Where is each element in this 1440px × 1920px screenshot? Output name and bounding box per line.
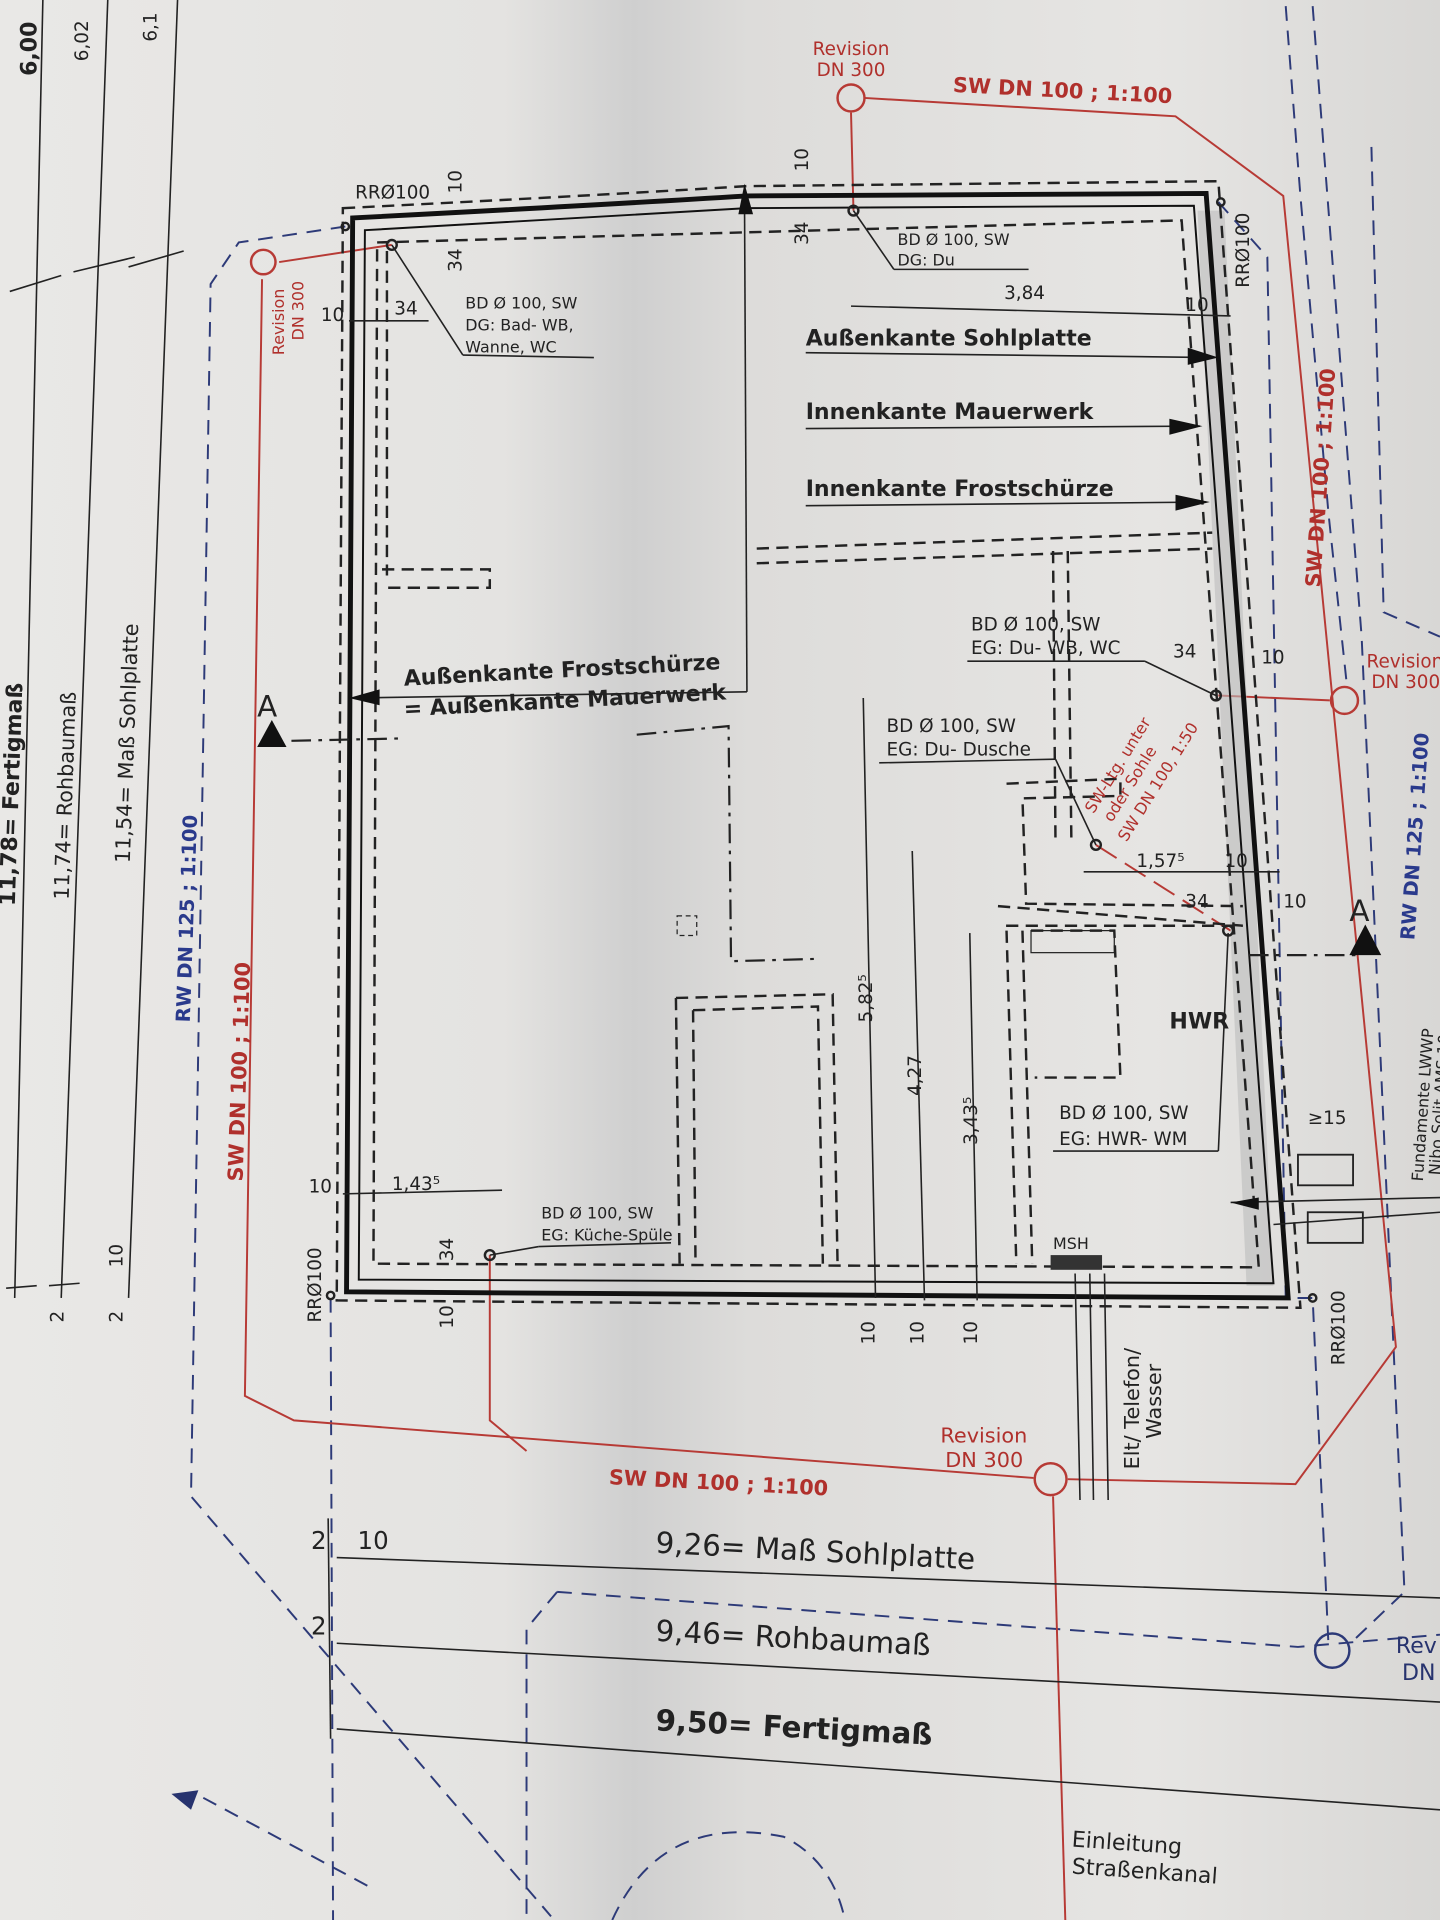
revision-top-size: DN 300: [817, 60, 886, 81]
bottom-dim-2a: 2: [311, 1526, 327, 1555]
dim-left-10: 10: [106, 1244, 127, 1267]
revision-right-label: Revision: [1367, 651, 1440, 672]
dim-10-bottom-b: 10: [907, 1321, 928, 1344]
revision-shaft-top: [836, 83, 866, 113]
section-marker-left: [257, 720, 287, 747]
drain-dg-bad-3: Wanne, WC: [465, 338, 556, 357]
pipe-rw-left: RW DN 125 ; 1:100: [172, 814, 202, 1022]
drain-eg-kueche-2: EG: Küche-Spüle: [541, 1225, 672, 1244]
dim-5-825: 5,82⁵: [856, 974, 877, 1022]
revision-shaft-bottom: [1033, 1462, 1068, 1497]
dim-6-1: 6,1: [141, 12, 162, 41]
drain-points: [325, 197, 1318, 1303]
drain-eg-hwr-1: BD Ø 100, SW: [1059, 1103, 1188, 1124]
bottom-dim-10: 10: [358, 1526, 389, 1555]
drain-dg-bad-1: BD Ø 100, SW: [465, 294, 577, 313]
label-msh: MSH: [1053, 1234, 1089, 1253]
dim-top-10a: 10: [446, 170, 467, 193]
section-label-right: A: [1349, 894, 1369, 928]
dim-6-02: 6,02: [72, 20, 93, 61]
drain-eg-dusche-2: EG: Du- Dusche: [887, 740, 1031, 761]
dim-ge-15: ≥15: [1308, 1108, 1347, 1129]
label-aussenkante-sohlplatte: Außenkante Sohlplatte: [806, 326, 1092, 351]
dim-4-27: 4,27: [905, 1055, 926, 1096]
dim-top-10b: 10: [792, 148, 813, 171]
drain-eg-du-wb-1: BD Ø 100, SW: [971, 615, 1100, 636]
drain-dg-du-2: DG: Du: [898, 251, 955, 270]
label-innenkante-mauerwerk: Innenkante Mauerwerk: [806, 400, 1095, 425]
dim-10-bottom-left: 10: [309, 1177, 332, 1198]
wastewater-pipes: [243, 96, 1397, 1920]
drain-eg-hwr-2: EG: HWR- WM: [1059, 1129, 1187, 1150]
msh-connector: [1050, 1255, 1103, 1270]
dim-10-lower: 10: [1283, 891, 1306, 912]
dim-left-2b: 2: [106, 1311, 127, 1323]
dim-top-34b: 34: [792, 222, 813, 245]
dim-1-435: 1,43⁵: [392, 1174, 440, 1195]
dim-6-00: 6,00: [18, 22, 43, 76]
dim-sohlplatte-left: 11,54= Maß Sohlplatte: [111, 623, 143, 863]
dim-right-10: 10: [1185, 295, 1208, 316]
dim-10-bottom-c: 10: [961, 1321, 982, 1344]
outlet-label-2: Straßenkanal: [1071, 1855, 1218, 1890]
pipe-sw-bottom: SW DN 100 ; 1:100: [608, 1465, 828, 1500]
dim-left-34-top: 34: [394, 299, 417, 320]
arrow-icon: [171, 1790, 199, 1810]
rr-top-left: RRØ100: [355, 182, 430, 203]
drain-eg-dusche-1: BD Ø 100, SW: [887, 716, 1016, 737]
revision-shaft-left: [249, 248, 277, 276]
dim-10-bottom-a: 10: [858, 1321, 879, 1344]
label-innenkante-frostschuerze: Innenkante Frostschürze: [806, 477, 1114, 502]
dim-10-mid: 10: [1224, 851, 1247, 872]
rr-top-right: RRØ100: [1233, 213, 1254, 288]
revision-shaft-right: [1329, 685, 1360, 716]
drain-dg-du-1: BD Ø 100, SW: [898, 230, 1010, 249]
left-dimension-lines: [6, 0, 184, 1298]
dim-left-2a: 2: [48, 1311, 69, 1323]
pipe-sw-left: SW DN 100 ; 1:100: [223, 962, 255, 1182]
bottom-dim-fertigmass: 9,50= Fertigmaß: [655, 1703, 934, 1751]
revision-far-right-label: Rev: [1396, 1634, 1437, 1659]
drain-eg-du-wb-2: EG: Du- WB, WC: [971, 638, 1120, 659]
revision-right-size: DN 300: [1371, 672, 1440, 693]
dim-left-10-top: 10: [321, 305, 344, 326]
section-label-left: A: [257, 689, 277, 723]
rr-bottom-left: RRØ100: [305, 1247, 326, 1322]
leader-lines: [327, 195, 1440, 1811]
revision-top-label: Revision: [813, 39, 890, 60]
revision-left-size: DN 300: [289, 281, 308, 341]
rainwater-pipes: [190, 6, 1440, 1920]
room-hwr: HWR: [1169, 1010, 1229, 1035]
drain-eg-kueche-1: BD Ø 100, SW: [541, 1203, 653, 1222]
arrowheads: [348, 183, 1259, 1210]
bottom-dim-2b: 2: [311, 1612, 327, 1641]
revision-bottom-size: DN 300: [945, 1448, 1023, 1472]
heat-pump-foundation: [1297, 1153, 1364, 1244]
dim-34-right: 34: [1173, 642, 1196, 663]
revision-left-label: Revision: [269, 289, 288, 355]
dim-34-bottom: 34: [437, 1238, 458, 1261]
dim-3-84: 3,84: [1004, 283, 1045, 304]
utilities-label-1: Elt/ Telefon/: [1120, 1348, 1144, 1469]
bottom-dim-rohbaumass: 9,46= Rohbaumaß: [655, 1614, 932, 1662]
section-marker-right: [1349, 924, 1382, 956]
revision-shaft-far-right: [1313, 1632, 1351, 1669]
dim-34-mid: 34: [1185, 891, 1208, 912]
pipe-rw-right: RW DN 125 ; 1:100: [1396, 732, 1433, 941]
drain-dg-bad-2: DG: Bad- WB,: [465, 316, 573, 335]
dim-3-435: 3,43⁵: [961, 1097, 982, 1145]
pipe-sw-top: SW DN 100 ; 1:100: [952, 73, 1172, 108]
revision-far-right-size: DN: [1402, 1661, 1435, 1686]
rr-bottom-right: RRØ100: [1328, 1290, 1349, 1365]
bottom-dim-sohlplatte: 9,26= Maß Sohlplatte: [655, 1526, 976, 1577]
dim-1-575: 1,57⁵: [1136, 851, 1184, 872]
revision-bottom-label: Revision: [940, 1423, 1027, 1447]
dim-10-bottom: 10: [437, 1305, 458, 1328]
pipe-sw-right: SW DN 100 ; 1:100: [1301, 367, 1340, 588]
utilities-label-2: Wasser: [1142, 1363, 1166, 1438]
dim-10-right: 10: [1261, 648, 1284, 669]
dim-top-34a: 34: [446, 248, 467, 271]
